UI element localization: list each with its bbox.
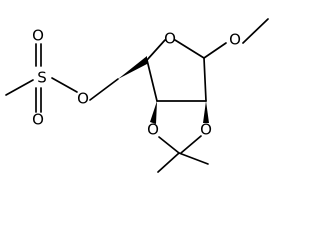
atom-o-ring: O bbox=[164, 30, 176, 48]
bond-s-ch3 bbox=[5, 79, 34, 96]
furanose-ring bbox=[146, 39, 207, 102]
wedge-bond-c4-ch2 bbox=[118, 56, 147, 79]
bond-c3-c4 bbox=[146, 59, 158, 102]
atom-o-sulfonyl-bottom: O bbox=[32, 111, 44, 129]
structure-canvas: O O O S O O O O bbox=[5, 18, 269, 173]
atom-o-dioxolane-left: O bbox=[147, 121, 159, 139]
bond-o-ring-c1 bbox=[174, 39, 205, 59]
bond-o-methoxy-ch3 bbox=[242, 18, 269, 44]
chemical-structure: O O O S O O O O bbox=[5, 18, 269, 173]
atom-labels: O O O S O O O O bbox=[32, 27, 241, 139]
atom-o-ester: O bbox=[77, 90, 89, 108]
bond-c4-o-ring bbox=[146, 39, 166, 61]
atom-o-methoxy: O bbox=[229, 31, 241, 49]
bond-cme2-methyl-right bbox=[178, 152, 209, 165]
atom-o-sulfonyl-top: O bbox=[32, 27, 44, 45]
dioxolane-ring bbox=[150, 101, 209, 173]
wedge-bond-c3-o bbox=[150, 101, 157, 124]
mesylate-chain bbox=[5, 43, 147, 113]
bond-c1-c2 bbox=[203, 57, 207, 102]
methoxy-group bbox=[203, 18, 269, 59]
bond-o-left-cme2 bbox=[158, 136, 180, 154]
bond-o-ester-s bbox=[51, 77, 78, 93]
wedge-bond-c2-o bbox=[203, 101, 209, 123]
bond-cme2-methyl-left bbox=[157, 152, 180, 173]
bond-ch2-o-ester bbox=[89, 78, 119, 101]
bond-o-right-cme2 bbox=[180, 135, 202, 154]
bond-c1-o-methoxy bbox=[203, 42, 227, 59]
atom-o-dioxolane-right: O bbox=[200, 121, 212, 139]
atom-s: S bbox=[37, 69, 47, 87]
